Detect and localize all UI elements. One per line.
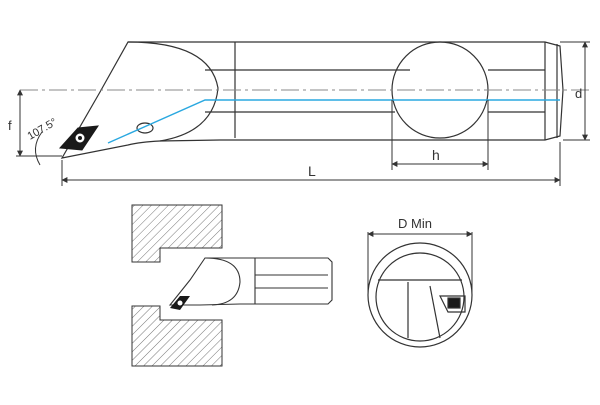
workpiece-upper (131, 204, 223, 263)
head-contour (127, 41, 219, 142)
label-h: h (432, 147, 440, 163)
workpiece-lower (131, 305, 223, 367)
coolant-channel (107, 99, 560, 144)
insert (58, 125, 100, 151)
mini-insert (170, 296, 190, 310)
bar-outline (60, 41, 564, 159)
label-d: d (575, 86, 582, 101)
boring-bar-side-view (60, 41, 564, 159)
dimension-f (16, 89, 62, 157)
label-dmin: D Min (398, 216, 432, 231)
outer-bore-circle (367, 242, 473, 348)
dimension-L (61, 142, 561, 186)
end-head (407, 282, 466, 339)
label-angle: 107.5° (26, 116, 60, 142)
angle-arc (35, 131, 43, 166)
end-view (367, 242, 473, 348)
label-L: L (308, 163, 316, 179)
bore-section-view (131, 204, 333, 367)
end-insert (447, 297, 461, 309)
coolant-hole (136, 122, 154, 134)
bar-section-circle (375, 252, 465, 342)
dimension-dmin (367, 231, 473, 296)
dimension-d (560, 41, 590, 141)
label-f: f (8, 118, 12, 133)
dimension-h (391, 100, 489, 170)
mini-bar (168, 257, 333, 306)
